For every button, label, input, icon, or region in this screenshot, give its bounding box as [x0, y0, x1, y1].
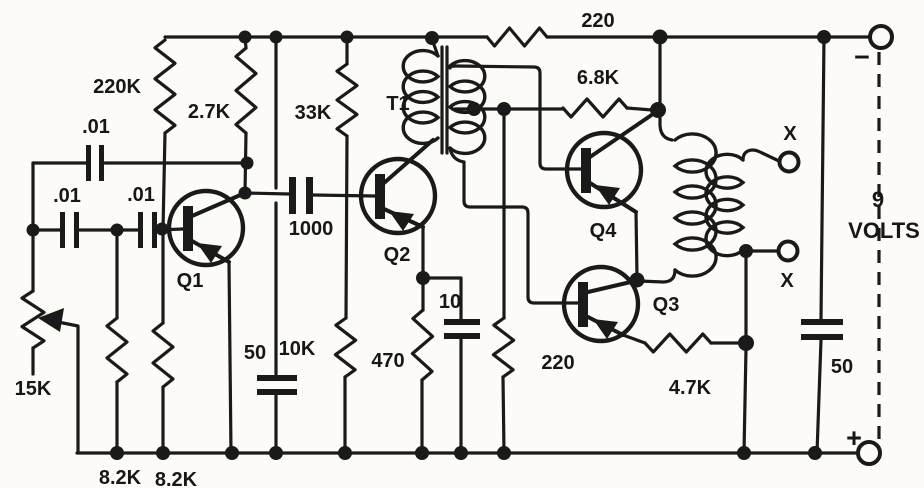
label-volts: VOLTS — [848, 218, 920, 243]
capacitor-50-right — [801, 319, 843, 340]
transformer-t1 — [401, 45, 487, 156]
resistor-10k — [333, 316, 358, 379]
label-r220k: 220K — [93, 76, 141, 98]
resistor-8.2k-b — [151, 321, 175, 389]
label-c01-top: .01 — [82, 116, 110, 138]
output-transformer — [672, 132, 746, 278]
label-c10: 10 — [439, 291, 461, 313]
label-c01-b: .01 — [127, 184, 155, 206]
resistor-470 — [410, 308, 435, 382]
transistor-q4 — [564, 110, 658, 279]
label-r220-top: 220 — [581, 10, 614, 32]
resistor-220-top — [485, 26, 549, 48]
label-q3: Q3 — [653, 294, 680, 316]
capacitor-50-left — [257, 375, 297, 395]
label-x-upper: X — [783, 123, 797, 145]
terminal-plus — [856, 440, 882, 466]
label-r10k: 10K — [279, 338, 316, 360]
capacitor-1000 — [289, 177, 313, 214]
terminal-minus — [868, 24, 894, 50]
transistor-q2 — [358, 138, 438, 236]
terminal-x-lower — [776, 239, 800, 263]
label-r33k: 33K — [295, 102, 332, 124]
transistor-q1 — [166, 188, 247, 455]
label-9: 9 — [872, 187, 884, 212]
label-t1: T1 — [386, 93, 409, 115]
capacitor-01-top — [86, 145, 104, 181]
resistor-8.2k-a — [105, 316, 129, 384]
resistor-33k — [335, 62, 359, 138]
label-r27k: 2.7K — [188, 101, 231, 123]
label-minus: − — [854, 42, 870, 72]
label-q2: Q2 — [384, 244, 411, 266]
label-x-lower: X — [780, 270, 794, 292]
label-q1: Q1 — [177, 270, 204, 292]
label-r470: 470 — [371, 350, 404, 372]
label-c01-a: .01 — [53, 185, 81, 207]
potentiometer-15k — [20, 289, 64, 350]
label-r220-mid: 220 — [541, 352, 574, 374]
capacitor-01-a — [60, 212, 79, 248]
label-plus: + — [846, 423, 862, 453]
label-r15k: 15K — [15, 378, 52, 400]
label-r47k: 4.7K — [669, 377, 712, 399]
resistor-220-mid — [491, 316, 516, 379]
transistor-q3 — [561, 264, 647, 345]
labels: 220K .01 .01 .01 15K 8.2K 8.2K Q1 2.7K 5… — [15, 10, 920, 488]
resistor-6.8k — [561, 97, 629, 119]
label-c50-right: 50 — [831, 356, 853, 378]
wires — [31, 35, 872, 455]
resistor-220k — [153, 38, 177, 135]
label-r82k-a: 8.2K — [99, 467, 142, 488]
capacitor-10 — [444, 319, 480, 339]
junction-dots — [26, 29, 831, 460]
label-r68k: 6.8K — [577, 67, 620, 89]
resistor-2.7k — [234, 46, 258, 135]
label-q4: Q4 — [590, 220, 618, 242]
label-c1000: 1000 — [289, 218, 334, 240]
label-c50-left: 50 — [244, 342, 266, 364]
terminal-x-upper — [777, 150, 801, 174]
label-r82k-b: 8.2K — [155, 469, 198, 488]
resistor-4.7k — [643, 332, 713, 354]
capacitor-01-b — [138, 212, 157, 248]
